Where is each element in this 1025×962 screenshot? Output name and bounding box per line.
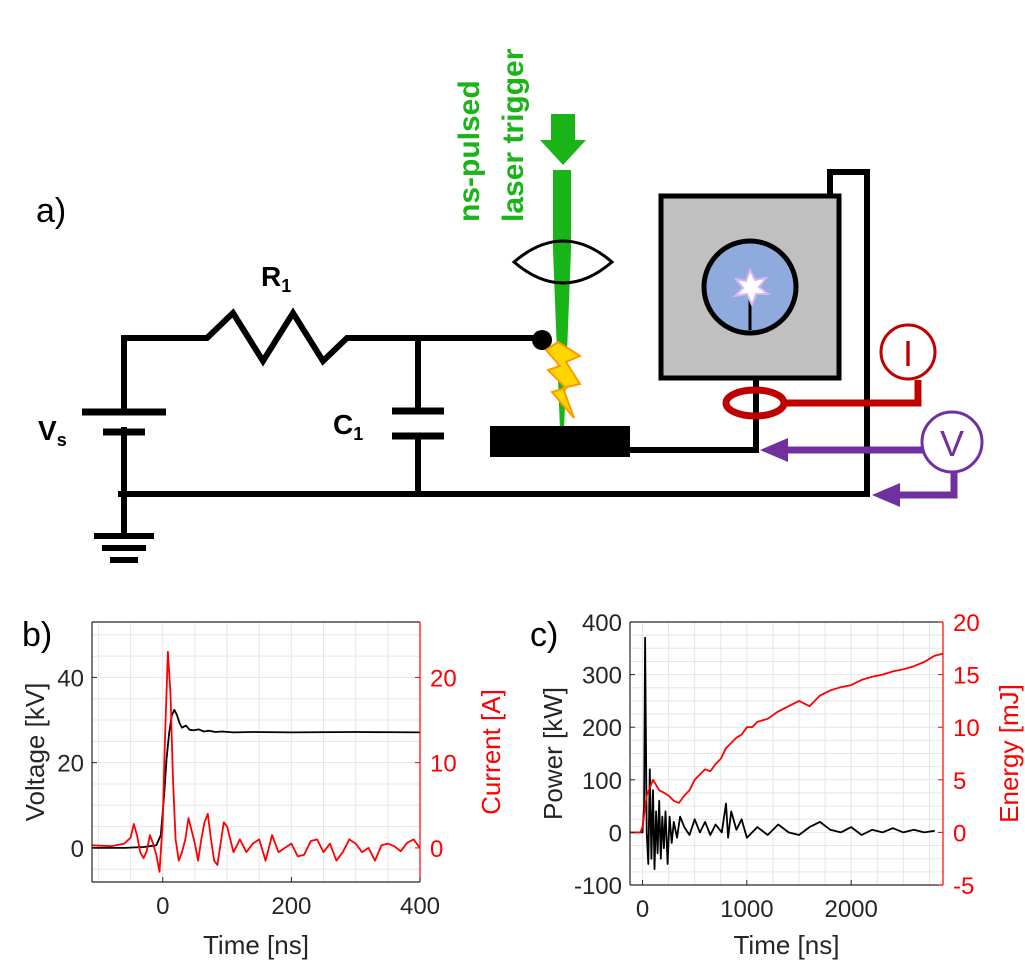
current-probe-label: I	[903, 333, 913, 374]
wire-right-return	[827, 169, 870, 497]
plate-electrode	[490, 426, 630, 457]
circuit-wires	[118, 169, 870, 537]
x-axis-label: Time [ns]	[203, 930, 309, 960]
grid	[92, 622, 421, 882]
voltage-source	[82, 408, 166, 436]
current-probe: I	[722, 323, 937, 420]
x-tick-label: 400	[400, 893, 440, 920]
lens-icon	[511, 239, 615, 285]
panel-label: c)	[530, 616, 558, 654]
capacitor-label: C1	[333, 409, 363, 444]
chart-c: 0 1000 2000 -100 0 100 200 300 400 -5 0 5 10 15 20Time…	[530, 610, 1024, 960]
y-tick-label-right: 10	[430, 751, 457, 778]
y-axis-label-right: Energy [mJ]	[994, 684, 1024, 823]
y-axis-label-left: Voltage [kV]	[20, 683, 50, 822]
y-tick-label-left: 100	[582, 768, 622, 795]
y-tick-label-left: 0	[71, 836, 84, 863]
x-tick-label: 2000	[824, 896, 877, 923]
y-tick-label-right: 0	[430, 836, 443, 863]
y-tick-label-right: 10	[953, 715, 980, 742]
panel-a: a) Vs C1 R1	[36, 48, 984, 563]
voltage-arrow-top-icon	[760, 438, 788, 462]
voltage-probe-label: V	[940, 423, 964, 464]
y-tick-label-right: 20	[430, 665, 457, 692]
y-tick-label-right: 0	[953, 820, 966, 847]
series-line-left	[630, 636, 935, 871]
source-label: Vs	[38, 415, 67, 450]
x-axis-label: Time [ns]	[734, 930, 840, 960]
y-tick-label-left: 0	[609, 820, 622, 847]
panel-a-label: a)	[36, 192, 66, 230]
y-tick-label-left: 200	[582, 715, 622, 742]
capacitor	[392, 407, 444, 440]
wire-electrode	[627, 377, 759, 453]
y-tick-label-left: 40	[57, 665, 84, 692]
y-tick-label-right: -5	[953, 873, 974, 900]
laser-beam	[540, 114, 586, 430]
plasma-icon	[732, 267, 771, 308]
voltage-probe: V	[760, 410, 984, 507]
grid	[630, 621, 943, 886]
series-line-right	[630, 652, 944, 834]
spark-icon	[544, 340, 583, 419]
laser-label-line2: laser trigger	[497, 48, 530, 222]
laser-label-line1: ns-pulsed	[453, 80, 486, 222]
wire-top	[121, 307, 545, 409]
x-tick-label: 1000	[720, 896, 773, 923]
x-tick-label: 0	[156, 893, 169, 920]
series-line-left	[92, 708, 421, 849]
resistor-label: R1	[261, 261, 291, 296]
x-tick-label: 200	[271, 893, 311, 920]
y-tick-label-right: 5	[953, 768, 966, 795]
panel-label: b)	[22, 616, 52, 654]
laser-arrow-icon	[540, 114, 586, 165]
y-tick-label-right: 15	[953, 663, 980, 690]
ground-symbol	[94, 533, 154, 563]
y-tick-label-left: 300	[582, 663, 622, 690]
x-tick-label: 0	[636, 896, 649, 923]
y-axis-label-right: Current [A]	[476, 689, 506, 815]
y-tick-label-left: -100	[574, 873, 622, 900]
needle-electrode	[532, 330, 552, 350]
y-tick-label-left: 400	[582, 610, 622, 637]
y-axis-label-left: Power [kW]	[538, 687, 568, 820]
voltage-arrow-bottom-icon	[872, 483, 900, 507]
series-line-right	[91, 650, 421, 873]
y-tick-label-right: 20	[953, 610, 980, 637]
y-tick-label-left: 20	[57, 751, 84, 778]
